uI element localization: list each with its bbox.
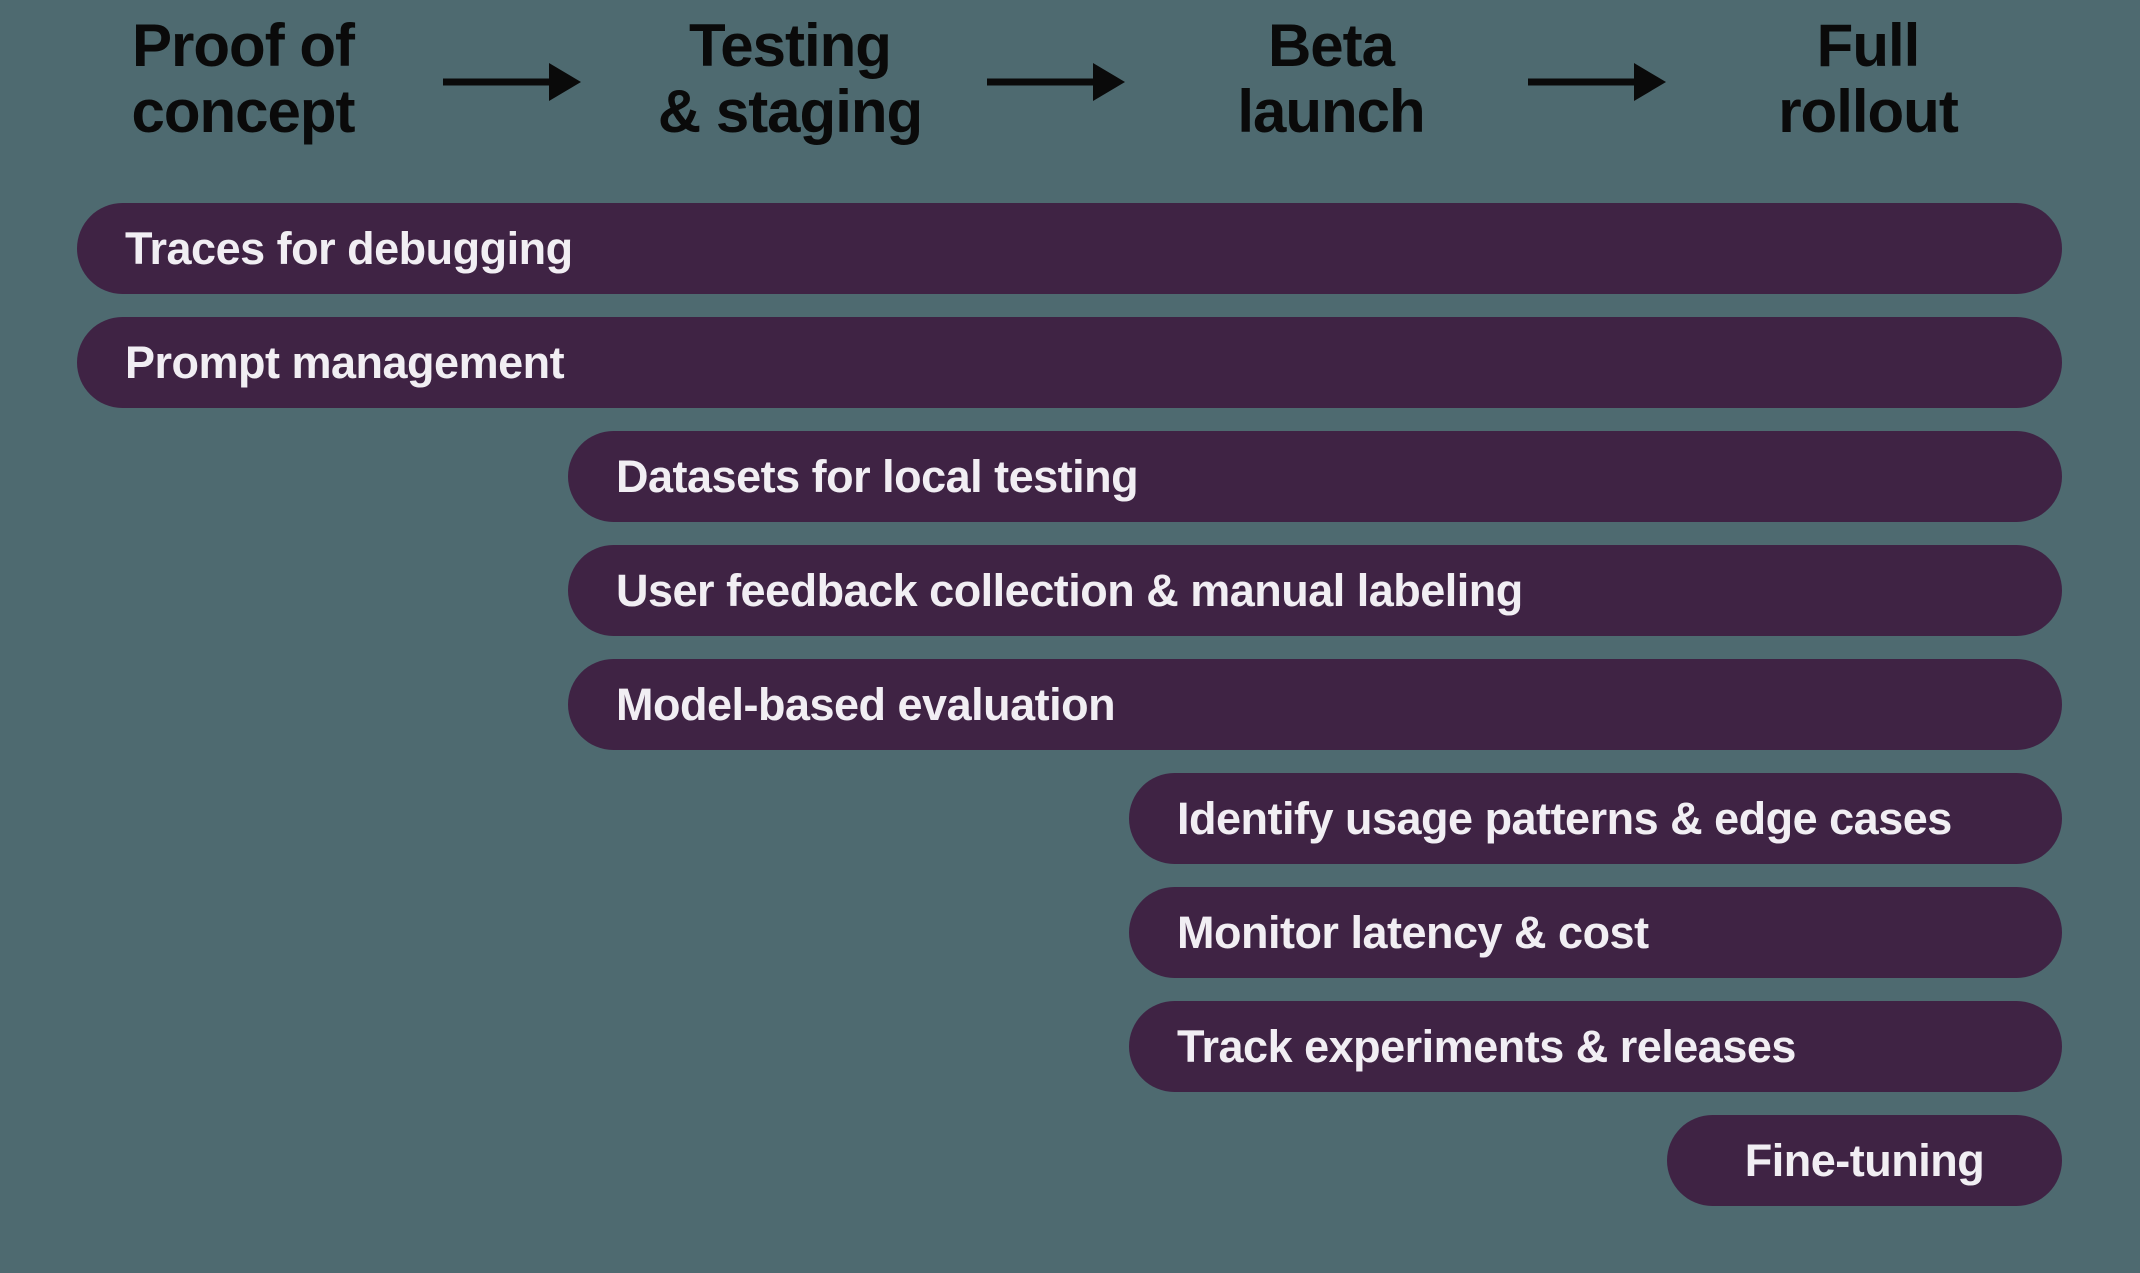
bar-track-experiments-releases: Track experiments & releases [1129,1001,2062,1092]
phase-label-line: Testing [689,12,892,79]
bar-model-based-evaluation: Model-based evaluation [568,659,2062,750]
arrow-right-icon [985,60,1125,104]
bar-label: Traces for debugging [125,222,573,274]
phase-proof-of-concept: Proof of concept [131,12,355,145]
bar-label: Identify usage patterns & edge cases [1177,792,1952,844]
phase-label-line: Full [1816,12,1921,79]
phase-label-line: launch [1237,78,1425,145]
phase-label-line: Beta [1267,12,1395,79]
bar-datasets-for-local-testing: Datasets for local testing [568,431,2062,522]
phase-label-line: rollout [1778,78,1959,145]
phase-label-line: concept [131,78,355,145]
bar-prompt-management: Prompt management [77,317,2062,408]
phase-beta-launch: Beta launch [1237,12,1425,145]
bar-identify-usage-patterns: Identify usage patterns & edge cases [1129,773,2062,864]
bar-label: Fine-tuning [1744,1134,1985,1186]
bar-label: Model-based evaluation [616,678,1116,730]
bar-label: Monitor latency & cost [1177,906,1649,958]
bar-fine-tuning: Fine-tuning [1667,1115,2062,1206]
bar-traces-for-debugging: Traces for debugging [77,203,2062,294]
arrow-right-icon [1526,60,1666,104]
bar-label: Datasets for local testing [616,450,1139,502]
phase-label-line: & staging [657,78,923,145]
bar-label: Prompt management [125,336,565,388]
phase-testing-staging: Testing & staging [657,12,923,145]
bar-label: User feedback collection & manual labeli… [616,564,1523,616]
arrow-right-icon [441,60,581,104]
bar-user-feedback-collection: User feedback collection & manual labeli… [568,545,2062,636]
phase-full-rollout: Full rollout [1778,12,1959,145]
bar-label: Track experiments & releases [1177,1020,1796,1072]
phase-label-line: Proof of [132,12,355,79]
bar-monitor-latency-cost: Monitor latency & cost [1129,887,2062,978]
